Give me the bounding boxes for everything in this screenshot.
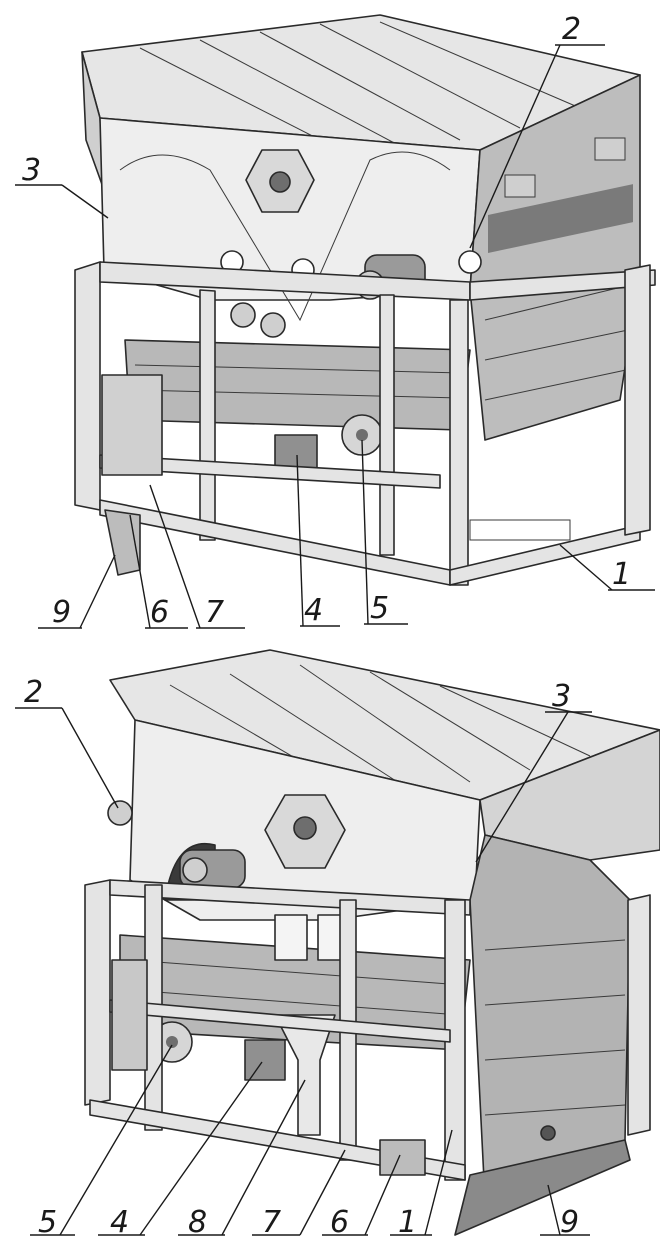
mount-left	[274, 914, 308, 961]
callout-5: 5	[370, 591, 389, 626]
motor-pulley	[182, 857, 208, 883]
callout-2: 2	[562, 12, 581, 47]
drive-pulley-hub	[293, 816, 317, 840]
callout-8: 8	[188, 1205, 207, 1240]
bottom-chute	[454, 1139, 631, 1236]
callout-3: 3	[22, 153, 41, 188]
callout-6: 6	[330, 1205, 349, 1240]
central-funnel	[274, 1014, 336, 1136]
front-view-callouts: 1 2 3 4 5 6 7 9	[15, 12, 655, 630]
side-wheel	[107, 800, 133, 826]
callout-4: 4	[304, 593, 323, 628]
callout-3: 3	[552, 679, 571, 714]
callout-1: 1	[398, 1205, 417, 1240]
support-frame	[84, 879, 651, 1181]
callout-9: 9	[52, 595, 71, 630]
housing-slats	[484, 939, 626, 1116]
pulley-a	[230, 302, 256, 328]
outlet-hopper	[479, 729, 660, 861]
rear-view-drawing	[84, 649, 660, 1236]
eccentric-block	[244, 1039, 286, 1081]
rear-view-callouts: 2 3 5 4 8 7 6 1 9	[15, 675, 592, 1240]
front-view-drawing	[74, 14, 656, 586]
port-3	[458, 250, 482, 274]
louvre-strip	[488, 184, 633, 253]
callout-7: 7	[205, 595, 224, 630]
drive-pulley-hub	[269, 171, 291, 193]
sieve-stack	[124, 339, 471, 431]
callout-4: 4	[110, 1205, 129, 1240]
support-frame	[74, 261, 656, 586]
hopper-v-outline	[119, 151, 451, 322]
inspection-window-2	[594, 137, 626, 161]
pulley-b	[260, 312, 286, 338]
sieve-pulley-hub	[356, 429, 368, 441]
grain-bin	[111, 959, 148, 1071]
cover-slats	[139, 21, 581, 151]
grain-bin	[101, 374, 163, 476]
housing-slats	[484, 284, 631, 401]
sieve-pulley-hub	[166, 1036, 178, 1048]
callout-9: 9	[560, 1205, 579, 1240]
chute-port	[540, 1125, 556, 1141]
outlet-chute	[379, 1139, 426, 1176]
cover-slats	[169, 664, 591, 791]
inspection-window-1	[504, 174, 536, 198]
callout-7: 7	[262, 1205, 281, 1240]
callout-5: 5	[38, 1205, 57, 1240]
callout-1: 1	[612, 557, 631, 592]
callout-2: 2	[24, 675, 43, 710]
base-tray	[469, 519, 571, 541]
callout-6: 6	[150, 595, 169, 630]
